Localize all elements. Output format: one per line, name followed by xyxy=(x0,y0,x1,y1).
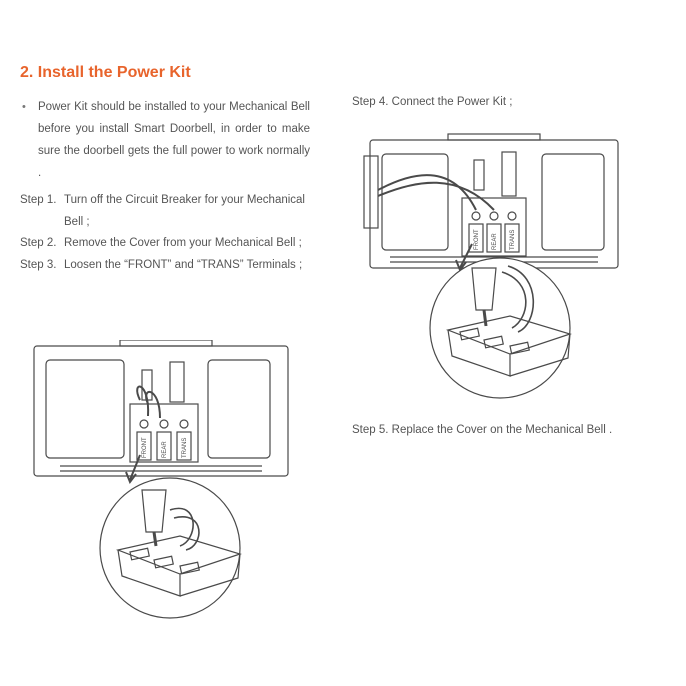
steps-list: Step 1. Turn off the Circuit Breaker for… xyxy=(20,190,305,276)
plunger-post xyxy=(501,151,517,197)
power-kit-module xyxy=(363,155,379,229)
section-title: 2. Install the Power Kit xyxy=(20,64,191,81)
plunger-post xyxy=(169,361,185,403)
step-5: Step 5. Replace the Cover on the Mechani… xyxy=(352,424,613,436)
terminal-label: FRONT xyxy=(142,437,148,458)
step-text: Turn off the Circuit Breaker for your Me… xyxy=(64,194,305,228)
right-coil xyxy=(541,153,605,251)
left-coil xyxy=(381,153,449,251)
terminal-plate xyxy=(504,223,520,253)
step-label: Step 2. xyxy=(20,237,57,249)
bell-top-tab xyxy=(447,133,541,141)
terminal-screw xyxy=(489,211,499,221)
bell-top-tab xyxy=(119,340,213,347)
intro-paragraph: • Power Kit should be installed to your … xyxy=(20,96,310,184)
terminal-plate xyxy=(136,431,152,461)
step-4: Step 4. Connect the Power Kit ; xyxy=(352,96,513,108)
terminal-screw xyxy=(179,419,189,429)
terminal-label: REAR xyxy=(492,233,498,250)
terminal-block xyxy=(461,197,527,257)
step-text: Remove the Cover from your Mechanical Be… xyxy=(64,237,302,249)
step-text: Loosen the “FRONT” and “TRANS” Terminals… xyxy=(64,258,303,271)
step-label: Step 1. xyxy=(20,194,57,206)
terminal-label: TRANS xyxy=(510,230,516,250)
terminal-plate xyxy=(176,431,192,461)
terminal-screw xyxy=(471,211,481,221)
connect-power-kit-illustration: FRONT REAR TRANS xyxy=(363,133,619,399)
screwdriver-icon xyxy=(141,489,167,533)
step-3: Step 3. Loosen the “FRONT” and “TRANS” T… xyxy=(20,255,305,277)
right-coil xyxy=(207,359,271,459)
step-2: Step 2. Remove the Cover from your Mecha… xyxy=(20,233,305,255)
intro-text: Power Kit should be installed to your Me… xyxy=(38,101,310,179)
terminal-plate xyxy=(486,223,502,253)
power-kit-wire xyxy=(377,174,477,211)
terminal-label: FRONT xyxy=(474,229,480,250)
terminal-label: REAR xyxy=(162,441,168,458)
bell-housing xyxy=(33,345,289,477)
magnifier-circle xyxy=(429,257,571,399)
left-coil xyxy=(45,359,125,459)
magnifier-circle xyxy=(99,477,241,619)
step-label: Step 3. xyxy=(20,258,57,271)
bullet-icon: • xyxy=(22,101,26,113)
step-1: Step 1. Turn off the Circuit Breaker for… xyxy=(20,190,305,233)
terminal-label: TRANS xyxy=(182,438,188,458)
terminal-plate xyxy=(468,223,484,253)
terminal-screw xyxy=(139,419,149,429)
terminal-screw xyxy=(159,419,169,429)
terminal-block xyxy=(129,403,199,463)
power-kit-wire xyxy=(377,181,495,211)
plunger-post xyxy=(473,159,485,191)
terminal-plate xyxy=(156,431,172,461)
terminal-screw xyxy=(507,211,517,221)
screwdriver-icon xyxy=(471,267,497,311)
loosen-terminals-illustration: FRONT REAR TRANS xyxy=(33,340,289,619)
